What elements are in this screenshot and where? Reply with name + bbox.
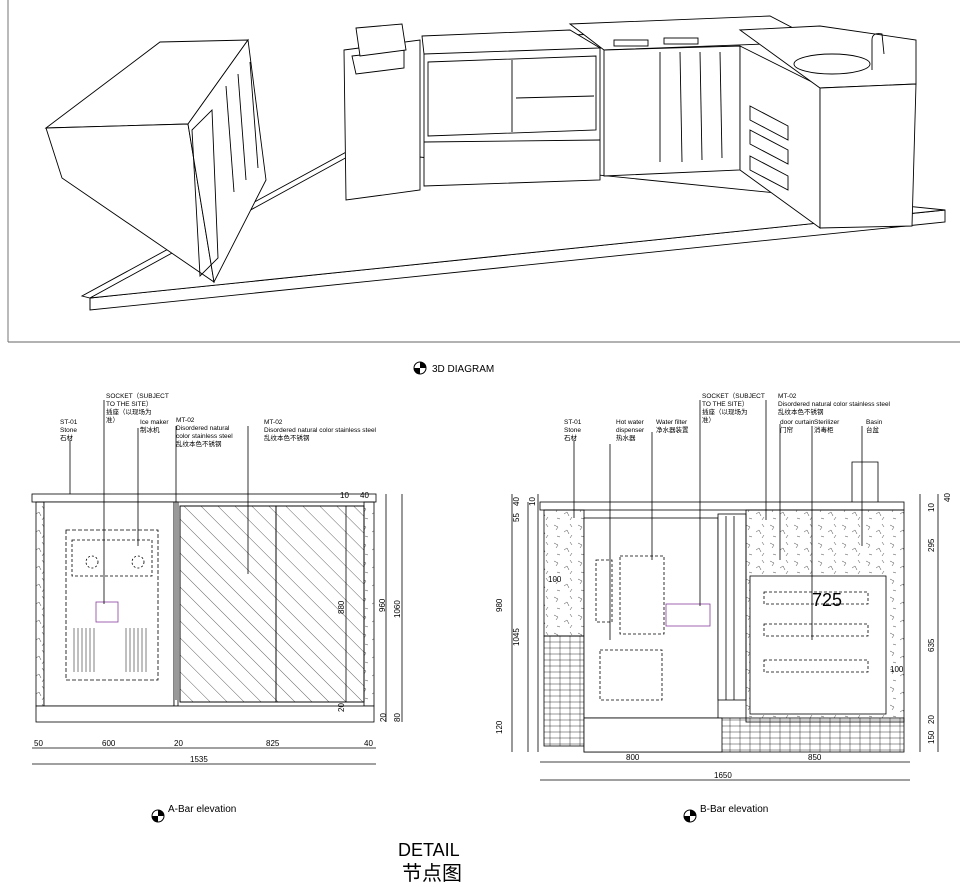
svg-text:热水器: 热水器 (616, 433, 636, 442)
svg-text:Disordered natural color stain: Disordered natural color stainless steel (778, 401, 891, 408)
svg-text:乱纹本色不锈钢: 乱纹本色不锈钢 (778, 407, 824, 416)
svg-text:55: 55 (512, 513, 521, 522)
svg-text:插座（以现场为: 插座（以现场为 (106, 407, 152, 416)
svg-text:150: 150 (927, 730, 936, 744)
svg-text:准）: 准） (106, 415, 119, 424)
b-bar-dimensions: 40 10 55 980 1045 120 100 725 100 40 10 … (495, 493, 952, 780)
svg-text:825: 825 (266, 739, 280, 748)
b-bar-elevation (511, 400, 939, 781)
svg-text:20: 20 (379, 713, 388, 722)
svg-text:40: 40 (512, 497, 521, 506)
title-en: DETAIL (398, 840, 460, 860)
svg-text:635: 635 (927, 638, 936, 652)
svg-text:10: 10 (528, 497, 537, 506)
svg-text:插座（以现场为: 插座（以现场为 (702, 407, 748, 416)
svg-text:20: 20 (927, 715, 936, 724)
svg-text:MT-02: MT-02 (778, 393, 797, 400)
b-bar-callouts: ST-01 Stone 石材 Hot water dispenser 热水器 W… (564, 392, 891, 442)
svg-text:SOCKET（SUBJECT: SOCKET（SUBJECT (106, 392, 169, 400)
caption-a-bar: A-Bar elevation (168, 804, 236, 815)
svg-text:800: 800 (626, 753, 640, 762)
svg-text:850: 850 (808, 753, 822, 762)
svg-text:Ice maker: Ice maker (140, 419, 169, 426)
svg-text:100: 100 (548, 575, 562, 584)
svg-text:MT-02: MT-02 (176, 417, 195, 424)
a-bar-callouts: ST-01 Stone 石材 SOCKET（SUBJECT TO THE SIT… (60, 392, 377, 448)
svg-text:20: 20 (337, 703, 346, 712)
svg-text:Disordered natural color stain: Disordered natural color stainless steel (264, 427, 377, 434)
svg-text:1060: 1060 (393, 600, 402, 618)
svg-text:Water filter: Water filter (656, 419, 688, 426)
b-bar-caption: B-Bar elevation (683, 804, 768, 823)
svg-text:1650: 1650 (714, 771, 732, 780)
svg-text:10: 10 (927, 503, 936, 512)
svg-text:乱纹本色不锈钢: 乱纹本色不锈钢 (176, 439, 222, 448)
svg-text:ST-01: ST-01 (60, 419, 78, 426)
svg-text:SOCKET（SUBJECT: SOCKET（SUBJECT (702, 392, 765, 400)
svg-text:40: 40 (360, 491, 369, 500)
svg-text:净水器装置: 净水器装置 (656, 425, 689, 434)
svg-text:20: 20 (174, 739, 183, 748)
sheet-title: DETAIL 节点图 (398, 840, 462, 885)
svg-text:Stone: Stone (60, 427, 77, 434)
svg-text:石材: 石材 (564, 433, 578, 442)
svg-text:100: 100 (890, 665, 904, 674)
svg-text:960: 960 (378, 598, 387, 612)
svg-text:制冰机: 制冰机 (140, 425, 160, 434)
svg-text:980: 980 (495, 598, 504, 612)
svg-text:Stone: Stone (564, 427, 581, 434)
svg-text:door curtain: door curtain (780, 419, 815, 426)
svg-text:color stainless steel: color stainless steel (176, 433, 233, 440)
svg-text:MT-02: MT-02 (264, 419, 283, 426)
svg-text:1045: 1045 (512, 628, 521, 646)
svg-text:1535: 1535 (190, 755, 208, 764)
title-cn: 节点图 (402, 862, 462, 885)
diagram-3d-caption: 3D DIAGRAM (413, 361, 494, 375)
svg-text:dispenser: dispenser (616, 427, 645, 434)
svg-text:Basin: Basin (866, 419, 883, 426)
a-bar-caption: A-Bar elevation (151, 804, 236, 823)
caption-b-bar: B-Bar elevation (700, 804, 768, 815)
svg-text:50: 50 (34, 739, 43, 748)
svg-text:消毒柜: 消毒柜 (814, 425, 834, 434)
svg-text:ST-01: ST-01 (564, 419, 582, 426)
svg-text:120: 120 (495, 720, 504, 734)
caption-3d: 3D DIAGRAM (432, 364, 494, 375)
isometric-3d-diagram (7, 0, 960, 343)
svg-text:Disordered natural: Disordered natural (176, 425, 230, 432)
svg-text:Hot water: Hot water (616, 419, 645, 426)
svg-text:Sterilizer: Sterilizer (814, 419, 840, 426)
svg-text:TO THE SITE）: TO THE SITE） (106, 400, 152, 408)
svg-text:40: 40 (943, 493, 952, 502)
a-bar-elevation (31, 400, 403, 765)
svg-text:准）: 准） (702, 415, 715, 424)
svg-text:600: 600 (102, 739, 116, 748)
svg-text:725: 725 (812, 590, 842, 610)
svg-text:TO THE SITE）: TO THE SITE） (702, 400, 748, 408)
svg-text:40: 40 (364, 739, 373, 748)
svg-text:10: 10 (340, 491, 349, 500)
svg-text:石材: 石材 (60, 433, 74, 442)
svg-text:乱纹本色不锈钢: 乱纹本色不锈钢 (264, 433, 310, 442)
svg-text:门帘: 门帘 (780, 425, 794, 434)
svg-text:880: 880 (337, 600, 346, 614)
svg-text:台盆: 台盆 (866, 425, 880, 434)
a-bar-dimensions: 50 600 20 825 40 1535 10 40 960 1060 880… (34, 491, 402, 764)
svg-text:295: 295 (927, 538, 936, 552)
svg-text:80: 80 (393, 713, 402, 722)
